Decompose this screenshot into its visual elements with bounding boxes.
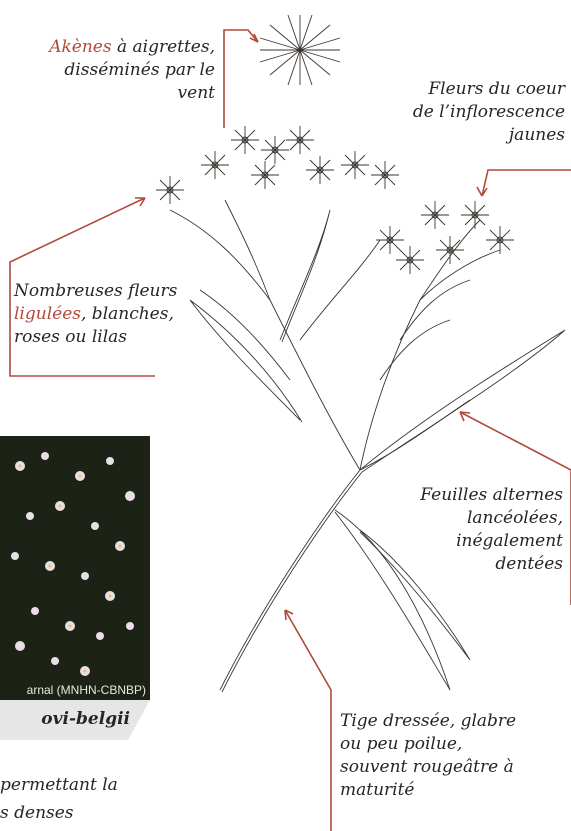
label-ligulees-line1: Nombreuses fleurs bbox=[14, 281, 177, 301]
label-ligulees: Nombreuses fleurs ligulées, blanches, ro… bbox=[14, 280, 177, 349]
callout-coeur bbox=[482, 170, 571, 196]
leaf bbox=[170, 210, 270, 300]
label-tige-line3: souvent rougeâtre à bbox=[340, 757, 514, 777]
species-name: ovi-belgii bbox=[41, 709, 130, 729]
label-coeur-line2: de l’inflorescence bbox=[413, 102, 565, 122]
leaf bbox=[400, 280, 470, 340]
species-name-band: ovi-belgii bbox=[0, 700, 150, 740]
label-coeur-line1: Fleurs du coeur bbox=[428, 79, 565, 99]
label-ligulees-line3: roses ou lilas bbox=[14, 327, 127, 347]
leaf bbox=[190, 300, 302, 422]
main-stem bbox=[220, 200, 360, 690]
label-akenes-line3: vent bbox=[178, 83, 215, 103]
bottom-text-line1: permettant la bbox=[0, 773, 118, 797]
leaf bbox=[300, 240, 380, 340]
leaf bbox=[360, 400, 470, 470]
label-tige-line4: maturité bbox=[340, 780, 415, 800]
label-akenes-accent: Akènes bbox=[49, 37, 111, 57]
label-feuilles-line3: inégalement bbox=[456, 531, 563, 551]
photo-flowers bbox=[0, 436, 150, 700]
label-tige: Tige dressée, glabre ou peu poilue, souv… bbox=[340, 710, 516, 802]
label-feuilles: Feuilles alternes lancéolées, inégalemen… bbox=[420, 484, 563, 576]
label-feuilles-line4: dentées bbox=[495, 554, 563, 574]
flower-heads bbox=[156, 126, 514, 274]
label-akenes-line2: disséminés par le bbox=[64, 60, 215, 80]
bottom-text-line2: s denses bbox=[0, 801, 74, 825]
label-ligulees-accent: ligulées bbox=[14, 304, 81, 324]
achene-pappus bbox=[260, 15, 340, 85]
label-feuilles-line2: lancéolées, bbox=[467, 508, 563, 528]
label-tige-line1: Tige dressée, glabre bbox=[340, 711, 516, 731]
callout-tige bbox=[285, 610, 331, 831]
leaf bbox=[200, 290, 290, 380]
label-akenes: Akènes à aigrettes, disséminés par le ve… bbox=[49, 36, 215, 105]
callout-akenes bbox=[224, 30, 258, 128]
label-feuilles-line1: Feuilles alternes bbox=[420, 485, 563, 505]
label-akenes-rest: à aigrettes, bbox=[112, 37, 215, 57]
label-ligulees-rest: , blanches, bbox=[81, 304, 174, 324]
label-tige-line2: ou peu poilue, bbox=[340, 734, 462, 754]
leaf bbox=[380, 320, 450, 380]
label-coeur: Fleurs du coeur de l’inflorescence jaune… bbox=[413, 78, 565, 147]
label-coeur-line3: jaunes bbox=[509, 125, 565, 145]
leaf bbox=[280, 210, 330, 342]
photo-credit: arnal (MNHN-CBNBP) bbox=[27, 683, 146, 697]
leaf bbox=[420, 250, 500, 300]
species-photo: arnal (MNHN-CBNBP) bbox=[0, 436, 150, 700]
